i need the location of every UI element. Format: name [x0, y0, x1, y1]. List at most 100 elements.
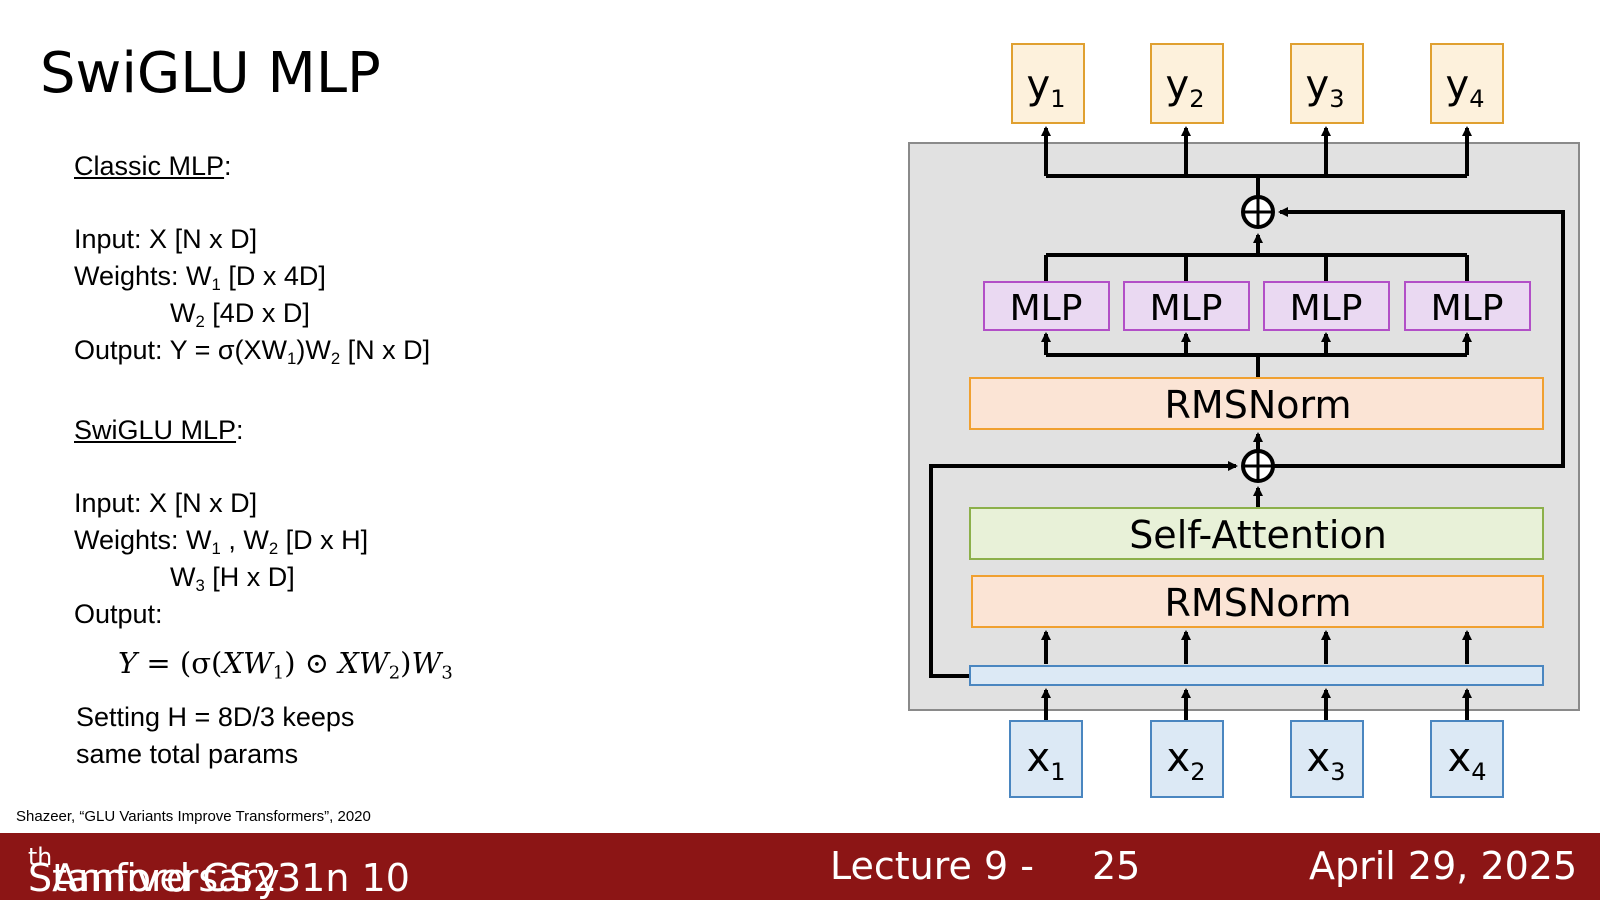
- formula-sub3: 3: [441, 662, 453, 684]
- self-attention-label: Self-Attention: [1129, 513, 1387, 557]
- swiglu-w3-sub: 3: [195, 576, 205, 596]
- output-box-y4: [1430, 43, 1504, 124]
- swiglu-weights-mid: , W: [220, 525, 269, 555]
- classic-weights-prefix: Weights: W: [74, 261, 212, 291]
- mlp-blocks: MLP MLP MLP MLP: [983, 281, 1531, 331]
- classic-output-sub1: 1: [287, 349, 297, 369]
- mlp-label-1: MLP: [1010, 288, 1083, 329]
- mlp-box-2: [1123, 281, 1250, 331]
- mlp-input-lines: [1041, 332, 1472, 378]
- residual-add-top: [1241, 195, 1275, 229]
- classic-w2-sub: 2: [195, 312, 205, 332]
- output-label-y3: y3: [1306, 62, 1345, 113]
- footer-course-end: Anniversary: [52, 856, 280, 900]
- classic-w1-dims: [D x 4D]: [220, 261, 326, 291]
- input-label-x4: x4: [1448, 735, 1487, 786]
- rmsnorm-top-box: [969, 377, 1544, 430]
- classic-output: Output: Y = σ(XW1)W2 [N x D]: [74, 332, 430, 369]
- formula-y: Y: [118, 646, 147, 680]
- mlp-box-4: [1404, 281, 1531, 331]
- output-label-y4: y4: [1446, 62, 1485, 113]
- input-box-x3: [1290, 720, 1364, 798]
- output-box-y2: [1150, 43, 1224, 124]
- input-label-x2: x2: [1167, 735, 1206, 786]
- swiglu-input: Input: X [N x D]: [74, 488, 258, 518]
- mlp-label-2: MLP: [1150, 288, 1223, 329]
- input-box-x4: [1430, 720, 1504, 798]
- footer-lecture: Lecture 9 -: [830, 844, 1034, 888]
- output-arrows: [1041, 126, 1472, 197]
- formula-close: ): [400, 646, 412, 680]
- swiglu-w2-sub: 2: [268, 539, 279, 559]
- mlp-label-4: MLP: [1431, 288, 1504, 329]
- residual-add-middle: [1241, 449, 1275, 483]
- swiglu-heading-colon: :: [236, 415, 244, 445]
- footer-page-number: 25: [1092, 844, 1141, 888]
- swiglu-w3: W3 [H x D]: [170, 559, 295, 596]
- formula-xw2: XW: [338, 646, 389, 680]
- output-tokens: y1 y2 y3 y4: [1011, 43, 1504, 124]
- output-label-y2: y2: [1166, 62, 1205, 113]
- output-box-y3: [1290, 43, 1364, 124]
- input-box-x1: [1009, 720, 1083, 798]
- classic-weights: Weights: W1 [D x 4D]: [74, 258, 326, 295]
- swiglu-weights-prefix: Weights: W: [74, 525, 212, 555]
- footer-course-sup: th: [28, 842, 53, 871]
- input-label-x3: x3: [1307, 735, 1346, 786]
- formula-xw1: XW: [222, 646, 273, 680]
- swiglu-mlp-heading: SwiGLU MLP:: [74, 412, 244, 449]
- classic-output-mid: )W: [296, 335, 331, 365]
- swiglu-w1-sub: 1: [211, 539, 221, 559]
- input-tokens: x1 x2 x3 x4: [1009, 720, 1504, 798]
- swiglu-weights: Weights: W1 , W2 [D x H]: [74, 522, 368, 559]
- classic-output-sub2: 2: [330, 349, 341, 369]
- classic-w2: W2 [4D x D]: [170, 295, 310, 332]
- classic-output-prefix: Output: Y = σ(XW: [74, 335, 288, 365]
- swiglu-formula: Y = (σ(XW1) ⊙ XW2)W3: [118, 646, 453, 684]
- swiglu-w3-dims: [H x D]: [204, 562, 295, 592]
- output-label-y1: y1: [1027, 62, 1066, 113]
- residual-skip-connection-2: [1258, 207, 1565, 468]
- classic-heading-text: Classic MLP: [74, 151, 225, 181]
- classic-heading-colon: :: [224, 151, 232, 181]
- swiglu-w3-prefix: W: [170, 562, 196, 592]
- formula-open: = (σ(: [146, 646, 223, 680]
- rmsnorm-bottom-label: RMSNorm: [1165, 581, 1352, 625]
- swiglu-heading-text: SwiGLU MLP: [74, 415, 237, 445]
- input-embedding-bar: [969, 665, 1544, 686]
- output-box-y1: [1011, 43, 1085, 124]
- classic-input: Input: X [N x D]: [74, 224, 258, 254]
- mlp-merge-lines: [1044, 233, 1469, 281]
- embedding-to-norm-arrows: [1041, 630, 1472, 664]
- formula-sub2: 2: [388, 662, 401, 684]
- mlp-box-1: [983, 281, 1110, 331]
- input-arrows: [1041, 688, 1472, 720]
- classic-mlp-heading: Classic MLP:: [74, 148, 232, 185]
- formula-sub1: 1: [272, 662, 285, 684]
- swiglu-weights-dims: [D x H]: [278, 525, 369, 555]
- swiglu-output-label: Output:: [74, 599, 163, 629]
- formula-w3: W: [411, 646, 442, 680]
- residual-skip-connection-1: [929, 461, 1238, 678]
- swiglu-note-line2: same total params: [76, 739, 299, 769]
- rmsnorm-top-label: RMSNorm: [1165, 383, 1352, 427]
- classic-w2-dims: [4D x D]: [204, 298, 310, 328]
- swiglu-note-line1: Setting H = 8D/3 keeps: [76, 702, 355, 732]
- classic-w1-sub: 1: [211, 275, 221, 295]
- mlp-label-3: MLP: [1290, 288, 1363, 329]
- formula-odot: ) ⊙: [284, 646, 339, 680]
- citation: Shazeer, “GLU Variants Improve Transform…: [16, 808, 371, 825]
- self-attention-box: [969, 507, 1544, 560]
- footer-date: April 29, 2025: [1309, 844, 1578, 888]
- mlp-box-3: [1263, 281, 1390, 331]
- slide-title: SwiGLU MLP: [40, 41, 381, 106]
- classic-w2-prefix: W: [170, 298, 196, 328]
- footer-course-text: Stanford CS231n 10: [28, 856, 410, 900]
- input-box-x2: [1150, 720, 1224, 798]
- classic-output-dims: [N x D]: [340, 335, 431, 365]
- input-label-x1: x1: [1027, 735, 1066, 786]
- rmsnorm-bottom-box: [971, 575, 1544, 628]
